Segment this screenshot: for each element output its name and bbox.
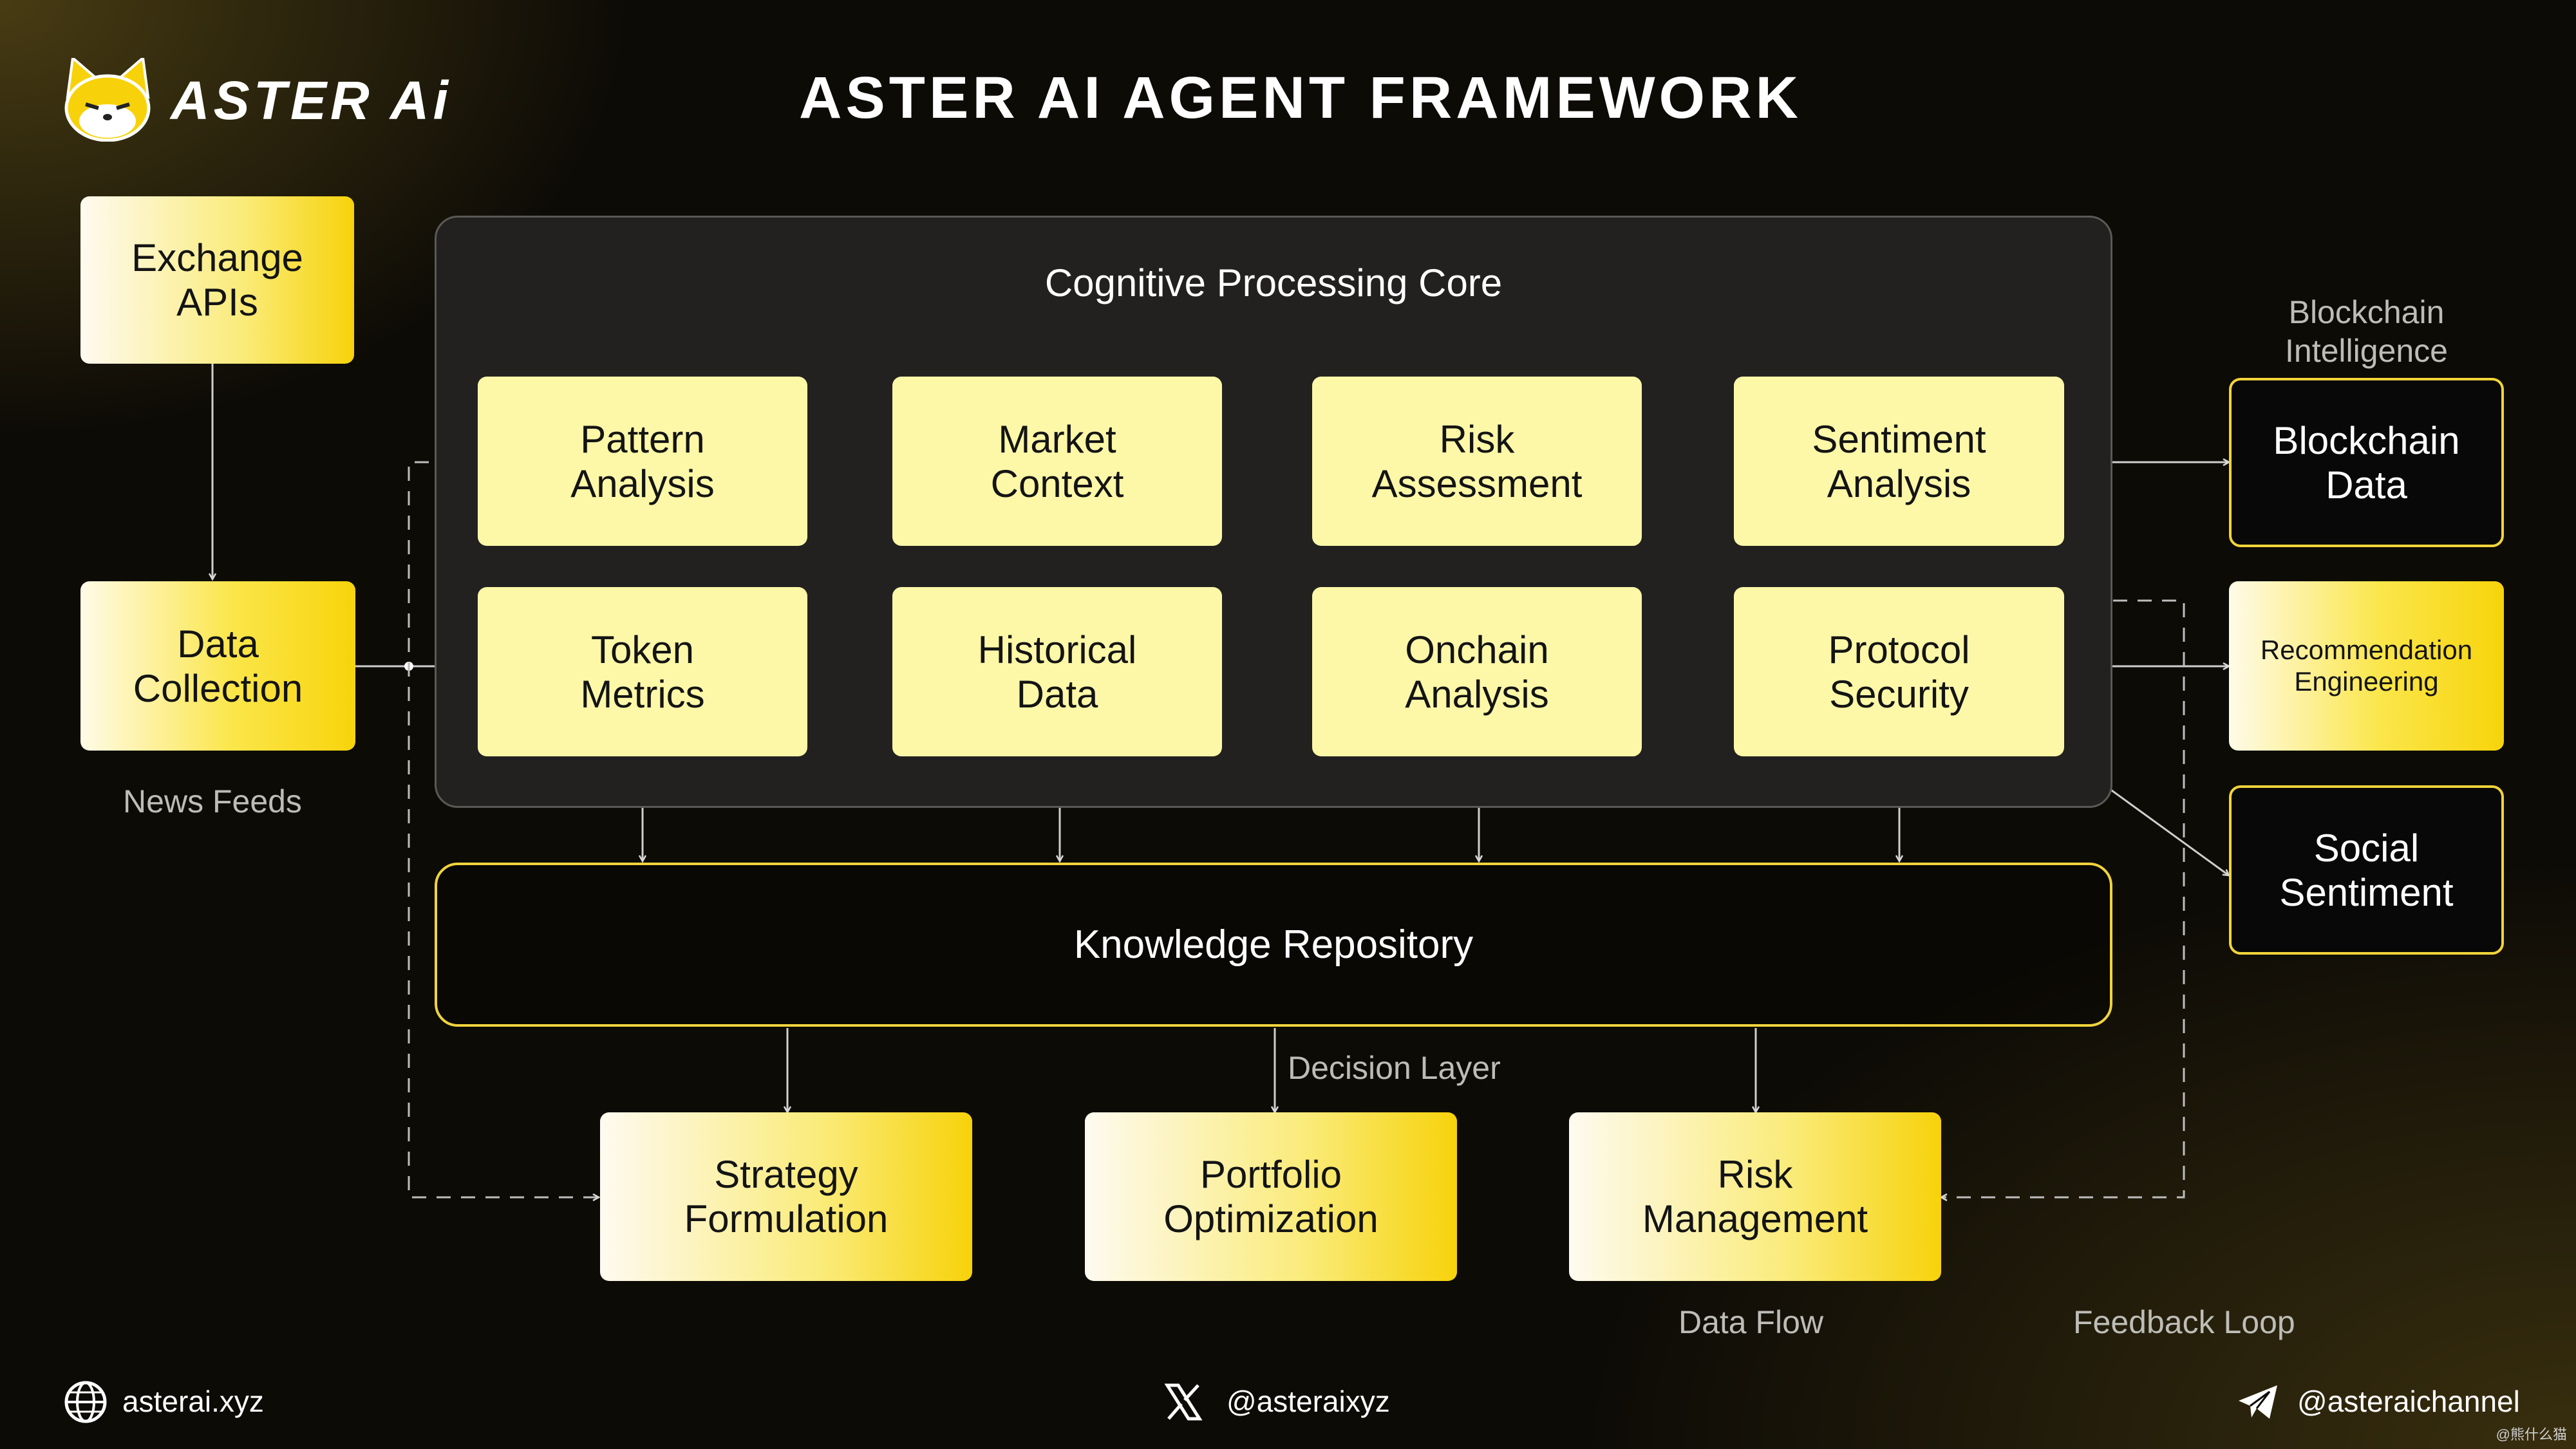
node-historical-data: Historical Data (892, 587, 1222, 756)
node-social-sentiment: Social Sentiment (2229, 785, 2504, 955)
core-title: Cognitive Processing Core (1044, 261, 1503, 304)
node-exchange-apis: Exchange APIs (80, 196, 354, 364)
node-label: Exchange APIs (131, 236, 303, 324)
node-data-collection: Data Collection (80, 581, 355, 751)
feedback-right (1941, 599, 2185, 1197)
node-portfolio-optimization: Portfolio Optimization (1085, 1112, 1457, 1281)
legend-data-flow: Data Flow (1678, 1304, 1824, 1340)
cat-logo-icon (61, 55, 155, 142)
node-protocol-security: Protocol Security (1734, 587, 2064, 756)
globe-icon (64, 1381, 107, 1423)
legend-feedback-loop: Feedback Loop (2073, 1304, 2295, 1340)
repository-label: Knowledge Repository (1073, 922, 1474, 967)
twitter-link[interactable]: @asteraixyz (1227, 1385, 1390, 1418)
node-token-metrics: Token Metrics (478, 587, 807, 756)
watermark: @熊什么猫 (2496, 1426, 2567, 1443)
page-title: ASTER AI AGENT FRAMEWORK (798, 65, 1802, 131)
node-strategy-formulation: Strategy Formulation (600, 1112, 972, 1281)
node-pattern-analysis: Pattern Analysis (478, 377, 807, 546)
node-onchain-analysis: Onchain Analysis (1312, 587, 1642, 756)
brand-name: ASTER Ai (171, 70, 452, 131)
node-recommendation-engineering: Recommendation Engineering (2229, 581, 2504, 751)
telegram-link[interactable]: @asteraichannel (2297, 1385, 2520, 1418)
node-risk-management: Risk Management (1569, 1112, 1941, 1281)
node-blockchain-data: Blockchain Data (2229, 378, 2504, 547)
telegram-icon (2237, 1384, 2279, 1420)
label-decision-layer: Decision Layer (1288, 1050, 1501, 1086)
node-sentiment-analysis: Sentiment Analysis (1734, 377, 2064, 546)
x-icon (1164, 1383, 1203, 1421)
node-market-context: Market Context (892, 377, 1222, 546)
node-knowledge-repository: Knowledge Repository (435, 863, 2112, 1027)
node-risk-assessment: Risk Assessment (1312, 377, 1642, 546)
website-link[interactable]: asterai.xyz (122, 1385, 264, 1418)
label-blockchain-intelligence: Blockchain Intelligence (2285, 294, 2448, 369)
node-label: Data Collection (133, 622, 303, 710)
label-news-feeds: News Feeds (123, 783, 302, 819)
